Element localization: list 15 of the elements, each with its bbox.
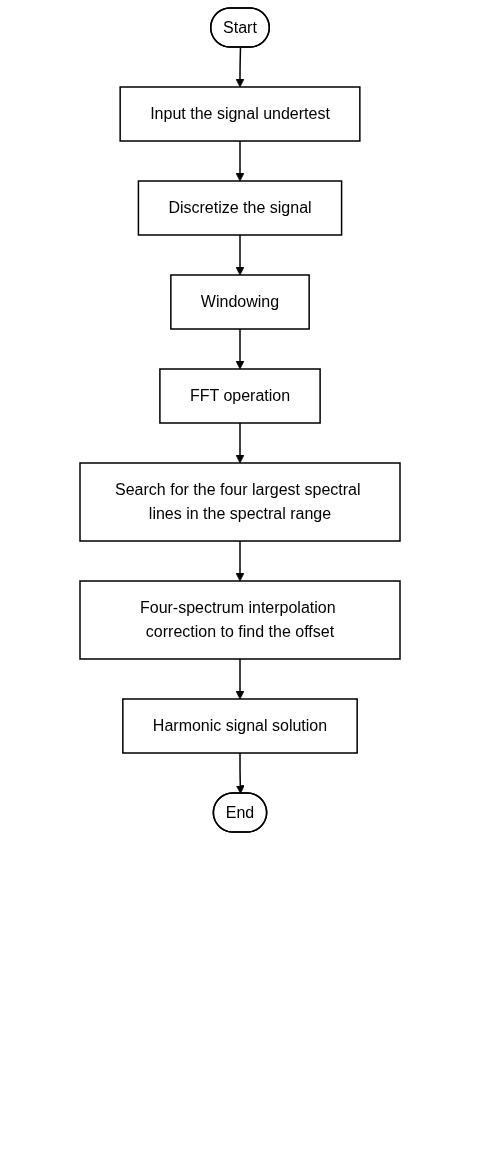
- node-box: Discretize the signal: [137, 180, 343, 236]
- node-box: FFT operation: [159, 368, 321, 424]
- arrow: [235, 752, 245, 794]
- arrow: [235, 140, 245, 182]
- arrow: [235, 234, 245, 276]
- node-box: Windowing: [170, 274, 310, 330]
- node-box: Four-spectrum interpolation correction to find the offset: [79, 580, 401, 660]
- arrow: [235, 46, 245, 88]
- arrow: [235, 422, 245, 464]
- node-box: Input the signal undertest: [119, 86, 361, 142]
- node-box: Harmonic signal solution: [122, 698, 358, 754]
- arrow: [235, 540, 245, 582]
- arrow: [235, 658, 245, 700]
- node-box: Search for the four largest spectral lines in the spectral range: [79, 462, 401, 542]
- arrow: [235, 328, 245, 370]
